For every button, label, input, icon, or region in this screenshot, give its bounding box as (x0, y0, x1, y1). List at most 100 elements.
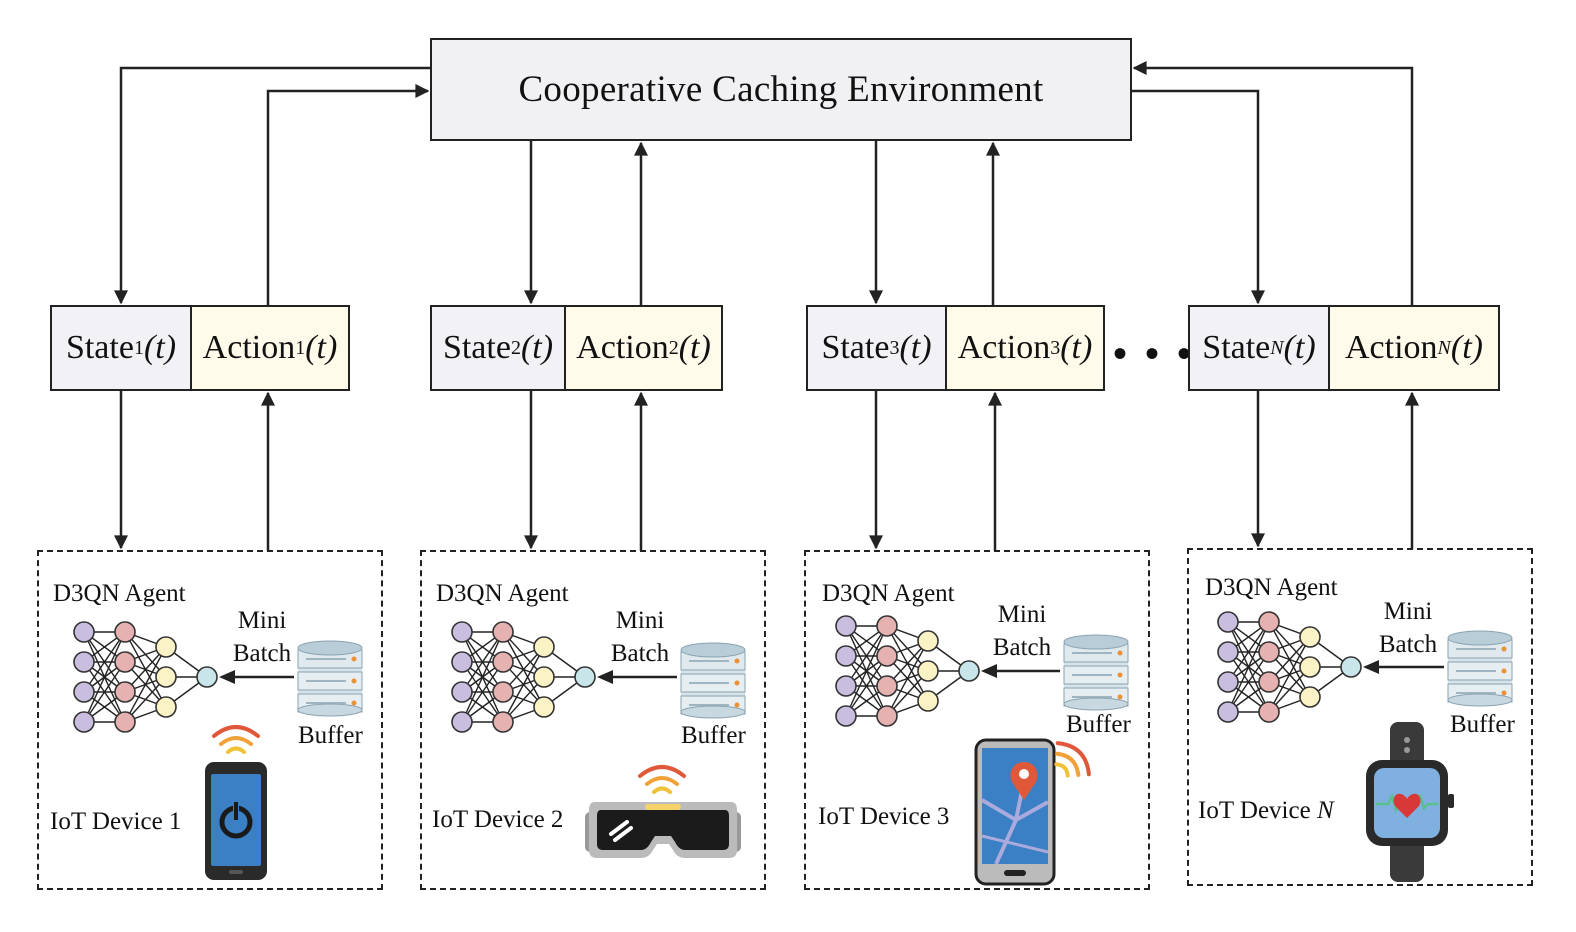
nn-node (155, 696, 177, 718)
state-time: (t) (1283, 329, 1316, 366)
agent-label: D3QN Agent (53, 580, 186, 607)
smartphone-map-icon (974, 738, 1056, 886)
nn-node (451, 711, 473, 733)
connector-env-pair2 (524, 141, 648, 305)
device-label: IoT Device 2 (432, 806, 564, 833)
buffer-database-icon (297, 640, 363, 717)
action-time: (t) (1060, 329, 1093, 366)
agent-label: D3QN Agent (1205, 574, 1338, 601)
action-label: Action (1345, 329, 1438, 366)
device-label: IoT Device N (1198, 797, 1334, 825)
batch-label: Batch (1378, 631, 1438, 658)
nn-edge (1227, 621, 1270, 713)
state-label: State (65, 329, 134, 366)
nn-node (1340, 656, 1362, 678)
buffer-label: Buffer (681, 722, 746, 749)
wifi-icon (638, 765, 686, 794)
batch-label: Batch (992, 634, 1052, 661)
neural-network-icon (73, 621, 218, 733)
ellipsis: • • • (1113, 331, 1196, 376)
neural-network-icon (835, 615, 980, 727)
nn-edge (502, 646, 545, 723)
nn-node (492, 681, 514, 703)
mini-batch-arrow (597, 670, 677, 684)
action-label: Action (576, 329, 669, 366)
state-time: (t) (520, 329, 554, 366)
nn-node (835, 615, 857, 637)
nn-node (1217, 611, 1239, 633)
nn-edge (845, 625, 888, 687)
nn-node (1217, 641, 1239, 663)
nn-edge (83, 631, 126, 723)
action-time: (t) (678, 329, 711, 366)
nn-node (876, 645, 898, 667)
nn-edge (1268, 636, 1311, 713)
nn-node (533, 636, 555, 658)
iot-device-box-3 (804, 550, 1150, 890)
nn-edge (83, 631, 126, 693)
mini-label: Mini (615, 607, 665, 634)
connector-pair3-device3 (869, 391, 1002, 551)
vr-headset-icon (585, 802, 741, 858)
mini-batch-arrow (981, 664, 1060, 678)
nn-node (1258, 701, 1280, 723)
mini-batch-arrow (1363, 660, 1444, 674)
nn-node (451, 681, 473, 703)
action-time: (t) (1450, 329, 1483, 366)
nn-node (1258, 671, 1280, 693)
nn-node (917, 630, 939, 652)
nn-node (73, 621, 95, 643)
nn-node (1217, 701, 1239, 723)
mini-label: Mini (1383, 598, 1433, 625)
nn-node (114, 621, 136, 643)
nn-node (155, 666, 177, 688)
nn-node (958, 660, 980, 682)
state-index: 1 (133, 336, 144, 359)
connector-env-pairN (1132, 61, 1414, 305)
nn-edge (461, 631, 504, 693)
buffer-database-icon (1063, 634, 1129, 711)
agent-label: D3QN Agent (822, 580, 955, 607)
nn-node (1258, 611, 1280, 633)
connector-pair1-device1 (114, 391, 275, 551)
nn-edge (845, 625, 888, 717)
action-index: 1 (295, 336, 306, 359)
mini-batch-label: Mini Batch (1371, 595, 1445, 661)
batch-label: Batch (610, 640, 670, 667)
nn-node (451, 621, 473, 643)
state-index: 2 (510, 336, 521, 359)
nn-node (835, 645, 857, 667)
buffer-label: Buffer (298, 722, 363, 749)
nn-node (1217, 671, 1239, 693)
nn-node (73, 681, 95, 703)
nn-node (73, 711, 95, 733)
nn-node (835, 675, 857, 697)
cooperative-caching-environment-box: Cooperative Caching Environment (430, 38, 1132, 141)
nn-edge (1227, 621, 1270, 683)
connector-env-pair1 (114, 66, 430, 305)
state-label: State (821, 329, 890, 366)
nn-node (533, 666, 555, 688)
device-label-prefix: IoT Device (1198, 797, 1311, 824)
nn-node (196, 666, 218, 688)
action-index: 3 (1050, 336, 1061, 359)
nn-node (492, 651, 514, 673)
mini-batch-label: Mini Batch (985, 598, 1059, 664)
nn-node (917, 690, 939, 712)
wifi-icon (212, 725, 260, 754)
nn-node (917, 660, 939, 682)
connector-pairN-deviceN (1251, 391, 1419, 549)
mini-batch-arrow (219, 670, 294, 684)
device-label: IoT Device 1 (50, 808, 182, 835)
iot-device-box-1 (37, 550, 383, 890)
connector-pair2-device2 (524, 391, 648, 551)
